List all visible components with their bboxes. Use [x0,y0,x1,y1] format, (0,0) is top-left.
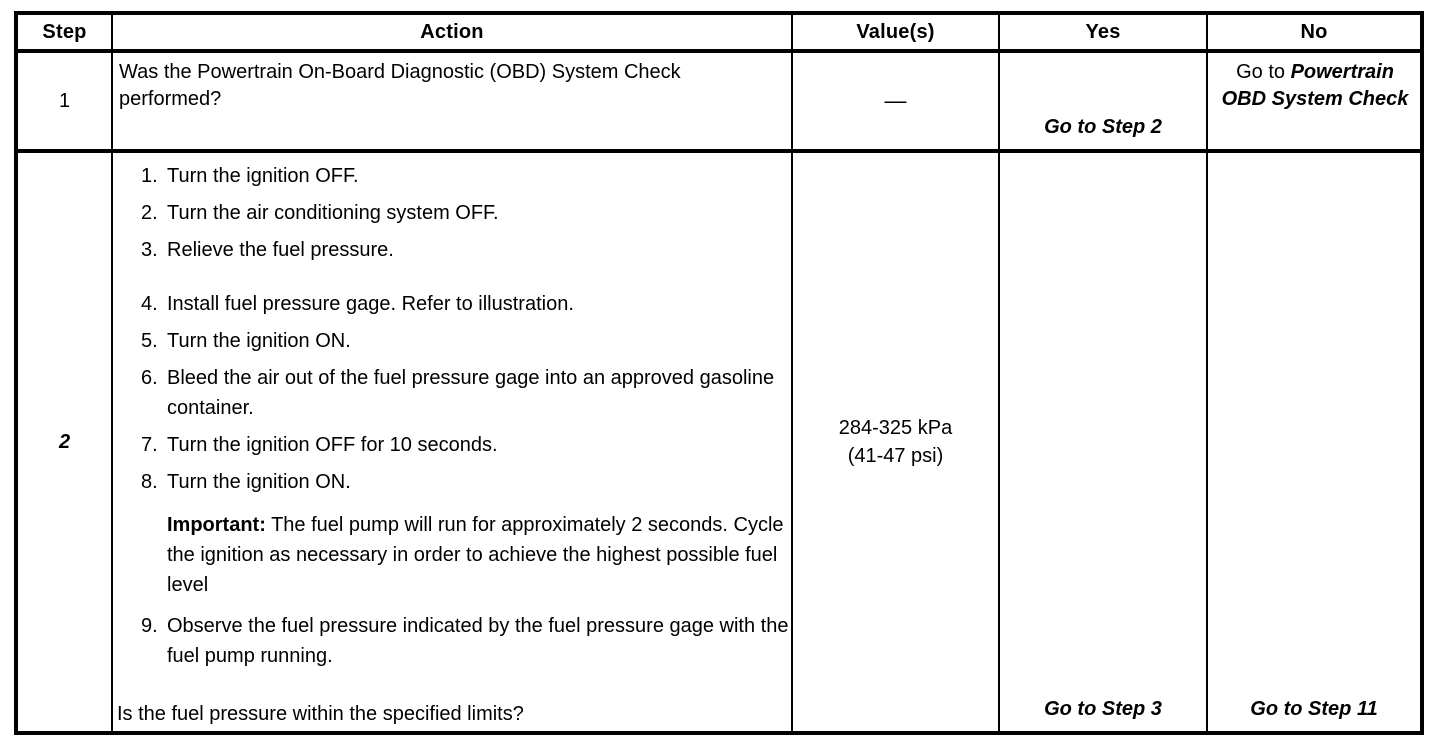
list-item: 6. Bleed the air out of the fuel pressur… [113,363,791,423]
value-cell-2: 284-325 kPa (41-47 psi) [791,150,1000,735]
list-item-text: Turn the ignition OFF for 10 seconds. [167,434,498,456]
list-item-number: 3. [141,239,158,261]
table-row: 1 Was the Powertrain On-Board Diagnostic… [14,50,1424,153]
column-header-yes: Yes [998,11,1208,53]
no-action-1: Go to Powertrain OBD System Check [1208,53,1420,113]
step-number-cell-2: 2 [14,150,113,735]
yes-cell-1: Go to Step 2 [998,50,1208,153]
action-cell-2: 1. Turn the ignition OFF. 2. Turn the ai… [111,150,793,735]
procedure-list-continued: 9. Observe the fuel pressure indicated b… [113,611,791,671]
list-item-number: 7. [141,434,158,456]
yes-action-1: Go to Step 2 [1044,116,1162,138]
procedure-list: 1. Turn the ignition OFF. 2. Turn the ai… [113,161,791,497]
list-item: 7. Turn the ignition OFF for 10 seconds. [113,430,791,460]
no-cell-2: Go to Step 11 [1206,150,1424,735]
table-header-row: Step Action Value(s) Yes No [14,11,1424,53]
value-specification-2: 284-325 kPa (41-47 psi) [793,153,998,731]
column-header-no: No [1206,11,1424,53]
list-item-number: 2. [141,202,158,224]
action-question-2: Is the fuel pressure within the specifie… [117,703,524,725]
list-item: 8. Turn the ignition ON. [113,467,791,497]
step-number-1: 1 [58,89,71,112]
action-content-1: Was the Powertrain On-Board Diagnostic (… [113,53,791,149]
no-action-2: Go to Step 11 [1250,698,1378,720]
list-item-number: 1. [141,165,158,187]
important-note: Important: The fuel pump will run for ap… [113,510,791,600]
diagnostic-table: Step Action Value(s) Yes No 1 Was the Po… [14,11,1424,735]
column-header-step: Step [14,11,113,53]
list-item-text: Observe the fuel pressure indicated by t… [167,615,789,667]
list-item-text: Turn the ignition ON. [167,471,351,493]
step-number-cell-1: 1 [14,50,113,153]
column-header-action: Action [111,11,793,53]
no-action-prefix-1: Go to [1236,61,1291,83]
value-line-psi: (41-47 psi) [847,445,944,467]
action-question-1: Was the Powertrain On-Board Diagnostic (… [119,61,681,110]
list-item-text: Turn the air conditioning system OFF. [167,202,499,224]
list-item: 9. Observe the fuel pressure indicated b… [113,611,791,671]
value-cell-1: — [791,50,1000,153]
action-content-2: 1. Turn the ignition OFF. 2. Turn the ai… [113,153,791,731]
important-note-text: The fuel pump will run for approximately… [167,514,784,596]
table-row: 2 1. Turn the ignition OFF. 2. Turn the … [14,150,1424,735]
list-item-number: 5. [141,330,158,352]
yes-cell-2: Go to Step 3 [998,150,1208,735]
no-cell-1: Go to Powertrain OBD System Check [1206,50,1424,153]
list-item-text: Install fuel pressure gage. Refer to ill… [167,293,574,315]
list-item-number: 4. [141,293,158,315]
no-action-reference-1: Powertrain OBD System Check [1221,61,1409,110]
list-item-number: 8. [141,471,158,493]
list-item: 3. Relieve the fuel pressure. [113,235,791,265]
value-line-kpa: 284-325 kPa [838,417,953,439]
list-item-text: Relieve the fuel pressure. [167,239,394,261]
important-note-label: Important: [167,514,266,536]
step-number-2: 2 [58,430,71,453]
list-item: 5. Turn the ignition ON. [113,326,791,356]
list-item: 1. Turn the ignition OFF. [113,161,791,191]
column-header-values: Value(s) [791,11,1000,53]
list-item-number: 6. [141,367,158,389]
value-dash-1: — [884,88,907,113]
action-cell-1: Was the Powertrain On-Board Diagnostic (… [111,50,793,153]
yes-action-2: Go to Step 3 [1044,698,1162,720]
list-item: 4. Install fuel pressure gage. Refer to … [113,289,791,319]
list-item-text: Turn the ignition OFF. [167,165,359,187]
list-item-text: Bleed the air out of the fuel pressure g… [167,367,775,419]
list-item: 2. Turn the air conditioning system OFF. [113,198,791,228]
list-item-number: 9. [141,615,158,637]
list-item-text: Turn the ignition ON. [167,330,351,352]
